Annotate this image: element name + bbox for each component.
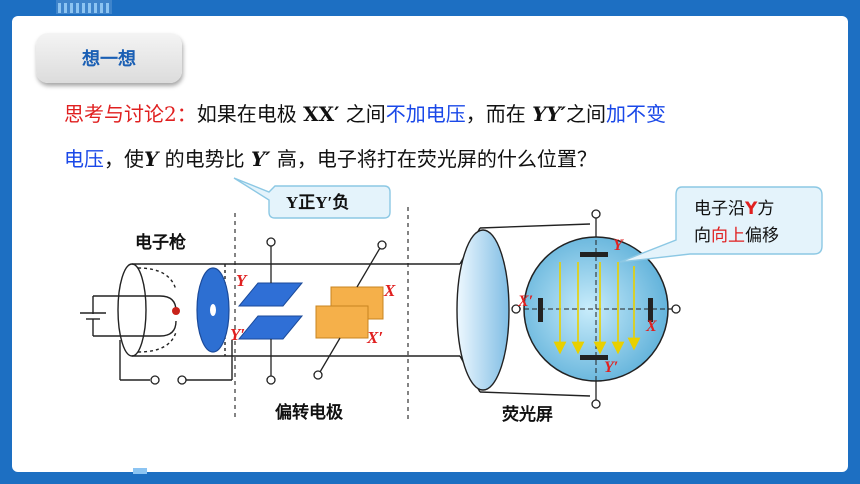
think-badge-label: 想一想 — [82, 49, 136, 70]
result-a: 电子沿 — [694, 199, 745, 219]
label-y: Y — [236, 271, 248, 290]
screen-label-y: Y — [613, 237, 624, 254]
label-fluorescent-screen: 荧光屏 — [502, 404, 553, 425]
result-f: 偏移 — [745, 226, 779, 246]
question-line-1: 思考与讨论2：如果在电极 XX′ 之间不加电压，而在 YY′之间加不变 — [64, 101, 804, 127]
question-prefix: 思考与讨论2： — [64, 102, 197, 126]
label-y-prime: Y′ — [230, 325, 245, 344]
label-electron-gun: 电子枪 — [135, 232, 186, 253]
terminal — [177, 375, 187, 385]
terminal — [313, 370, 323, 380]
q1-highlight-2: 加不变 — [605, 102, 666, 126]
terminal — [377, 240, 387, 250]
terminal — [266, 237, 276, 247]
q1-text-1: 如果在电极 — [196, 102, 304, 126]
q1-xx: XX′ — [303, 102, 340, 126]
plate-y — [237, 282, 304, 307]
label-x: X — [383, 281, 396, 300]
terminal — [591, 399, 601, 409]
q1-text-2: 之间 — [339, 102, 386, 126]
plate-x-prime — [315, 305, 369, 339]
screen-plate-x — [648, 298, 653, 322]
result-callout-line-1: 电子沿Y方 — [694, 199, 774, 219]
terminal — [591, 209, 601, 219]
q1-highlight-1: 不加电压 — [385, 102, 466, 126]
q2-y: Y — [144, 147, 159, 171]
screen-label-x-prime: X′ — [517, 293, 533, 310]
result-c: 方 — [757, 199, 774, 219]
screen-lens — [456, 229, 510, 391]
label-deflection-electrodes: 偏转电极 — [275, 402, 343, 423]
q1-text-3: ，而在 — [465, 102, 533, 126]
question-line-2: 电压，使Y 的电势比 Y′ 高，电子将打在荧光屏的什么位置？ — [64, 146, 804, 172]
anode-hole — [210, 304, 216, 316]
plate-x-lead — [356, 247, 381, 288]
terminal — [266, 375, 276, 385]
label-x-prime: X′ — [366, 328, 383, 347]
screen-label-x: X — [645, 318, 657, 335]
plate-x-prime-lead — [319, 337, 341, 373]
think-badge: 想一想 — [36, 33, 182, 83]
result-callout-line-2: 向向上偏移 — [694, 226, 779, 246]
terminal — [671, 304, 681, 314]
result-d: 向 — [694, 226, 711, 246]
plate-y-prime — [237, 315, 304, 340]
q2-highlight: 电压 — [64, 147, 104, 171]
q2-text-3: 高，电子将打在荧光屏的什么位置？ — [270, 147, 597, 171]
result-b: Y — [744, 199, 758, 219]
field-arrows — [553, 262, 641, 355]
result-callout — [619, 186, 823, 263]
screen-plate-y — [580, 252, 608, 257]
q1-yy: YY′ — [532, 102, 566, 126]
gun-circuit — [80, 295, 233, 381]
q2-text-2: 的电势比 — [158, 147, 251, 171]
terminal — [511, 304, 521, 314]
screen-plate-y-prime — [580, 355, 608, 360]
result-e: 向上 — [711, 226, 745, 246]
terminal — [150, 375, 160, 385]
q2-text-1: ，使 — [104, 147, 144, 171]
q2-yp: Y′ — [251, 147, 271, 171]
cathode-dot — [172, 307, 180, 315]
polarity-callout-text: Y正Y′负 — [286, 192, 349, 212]
screen-label-y-prime: Y′ — [604, 359, 618, 376]
polarity-callout — [233, 177, 391, 219]
screen-plate-x-prime — [538, 298, 543, 322]
q1-text-4: 之间 — [565, 102, 606, 126]
